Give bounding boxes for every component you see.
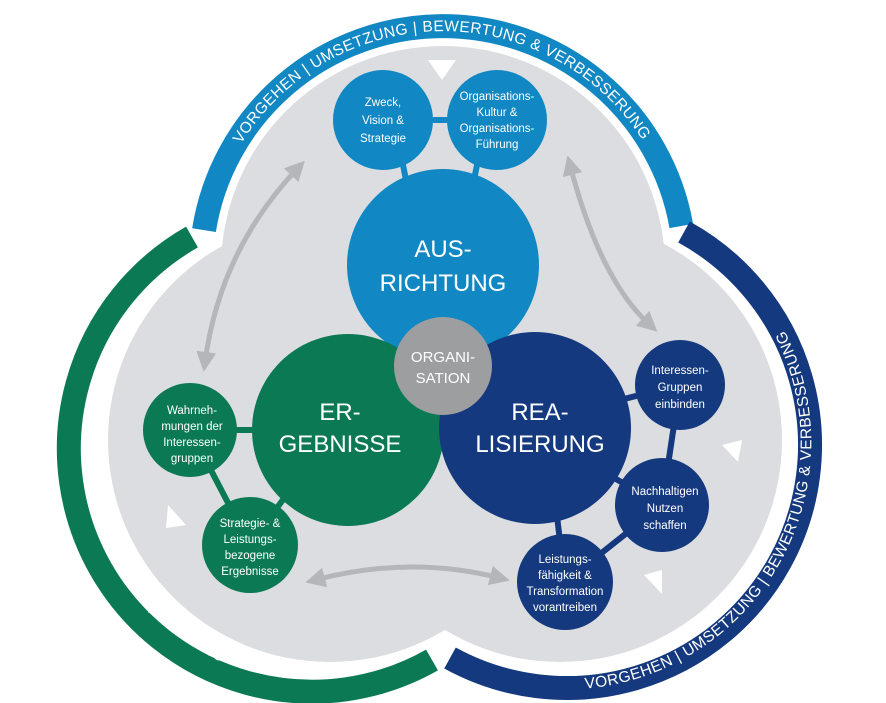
circle-zweck-vision-strategie[interactable]: Zweck,Vision &Strategie [333,70,433,170]
arc-band-left [56,226,438,703]
svg-text:ORGANI-SATION: ORGANI-SATION [411,349,475,387]
svg-text:Leistungs-fähigkeit &Transform: Leistungs-fähigkeit &Transformationvoran… [527,554,604,614]
arrow-right [562,155,658,332]
circle-organisationskultur[interactable]: Organisations-Kultur &Organisations-Führ… [447,70,547,170]
cycle-arrows [196,155,658,588]
svg-text:ER-GEBNISSE: ER-GEBNISSE [279,399,402,458]
svg-text:AUS-RICHTUNG: AUS-RICHTUNG [380,236,507,297]
svg-text:REA-LISIERUNG: REA-LISIERUNG [475,399,604,458]
arrow-bottom [305,564,510,588]
arc-band-top [192,14,694,233]
svg-text:Organisations-Kultur &Organisa: Organisations-Kultur &Organisations-Führ… [460,91,535,151]
arrow-left [196,160,305,372]
circle-ausrichtung[interactable]: AUS-RICHTUNG [347,169,539,361]
circle-organisation[interactable]: ORGANI-SATION [394,317,492,415]
circle-ergebnisse[interactable]: ER-GEBNISSE [252,334,444,526]
arc-band-right [444,221,823,700]
svg-text:Zweck,Vision &Strategie: Zweck,Vision &Strategie [360,97,406,145]
flow-triangles [166,60,742,594]
